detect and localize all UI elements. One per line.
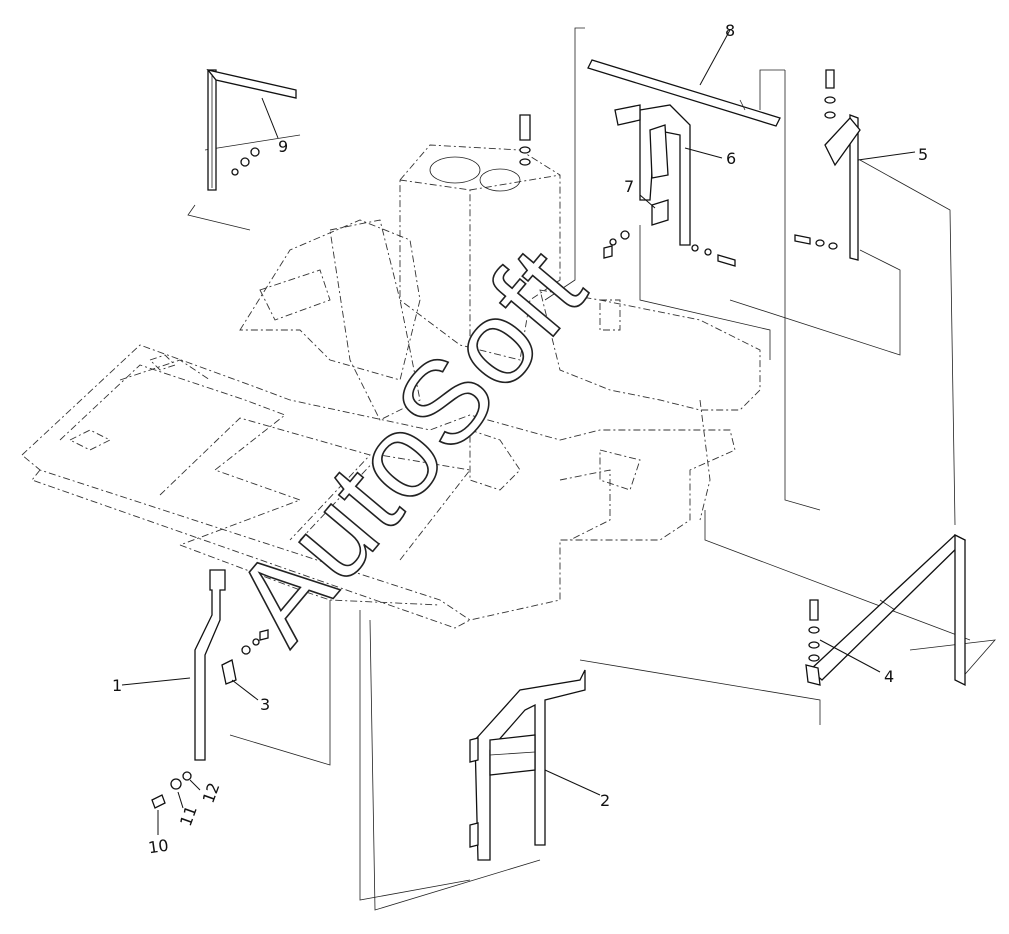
part-2-frame (469, 669, 586, 861)
callout-5: 5 (918, 145, 928, 164)
watermark: AutoSoft (208, 222, 612, 667)
callout-4: 4 (884, 667, 894, 686)
callout-8: 8 (725, 21, 735, 40)
part-4-crossmember (805, 533, 967, 687)
callout-10: 10 (147, 836, 170, 858)
bolt-stack-10-12 (151, 771, 192, 809)
callout-11: 11 (176, 803, 201, 829)
callout-7: 7 (624, 177, 634, 196)
watermark-text: AutoSoft (209, 223, 611, 667)
assembly-lines (187, 27, 996, 911)
callout-6: 6 (726, 149, 736, 168)
part-7-clip (603, 199, 736, 267)
callout-1: 1 (112, 676, 122, 695)
callout-2: 2 (600, 791, 610, 810)
leader-lines (121, 29, 916, 835)
part-5-bracket (794, 69, 861, 261)
callout-9: 9 (278, 137, 288, 156)
part-6-bracket (614, 104, 691, 246)
part-8-bar (587, 59, 781, 127)
machine-frame (21, 144, 761, 629)
callout-12: 12 (199, 780, 224, 806)
callout-3: 3 (260, 695, 270, 714)
callout-labels: 1 2 3 4 5 6 7 8 9 10 11 12 (112, 21, 928, 857)
part-1-upright (194, 569, 269, 761)
part-9-bracket (206, 68, 297, 191)
bolt-stack-top (519, 114, 531, 166)
